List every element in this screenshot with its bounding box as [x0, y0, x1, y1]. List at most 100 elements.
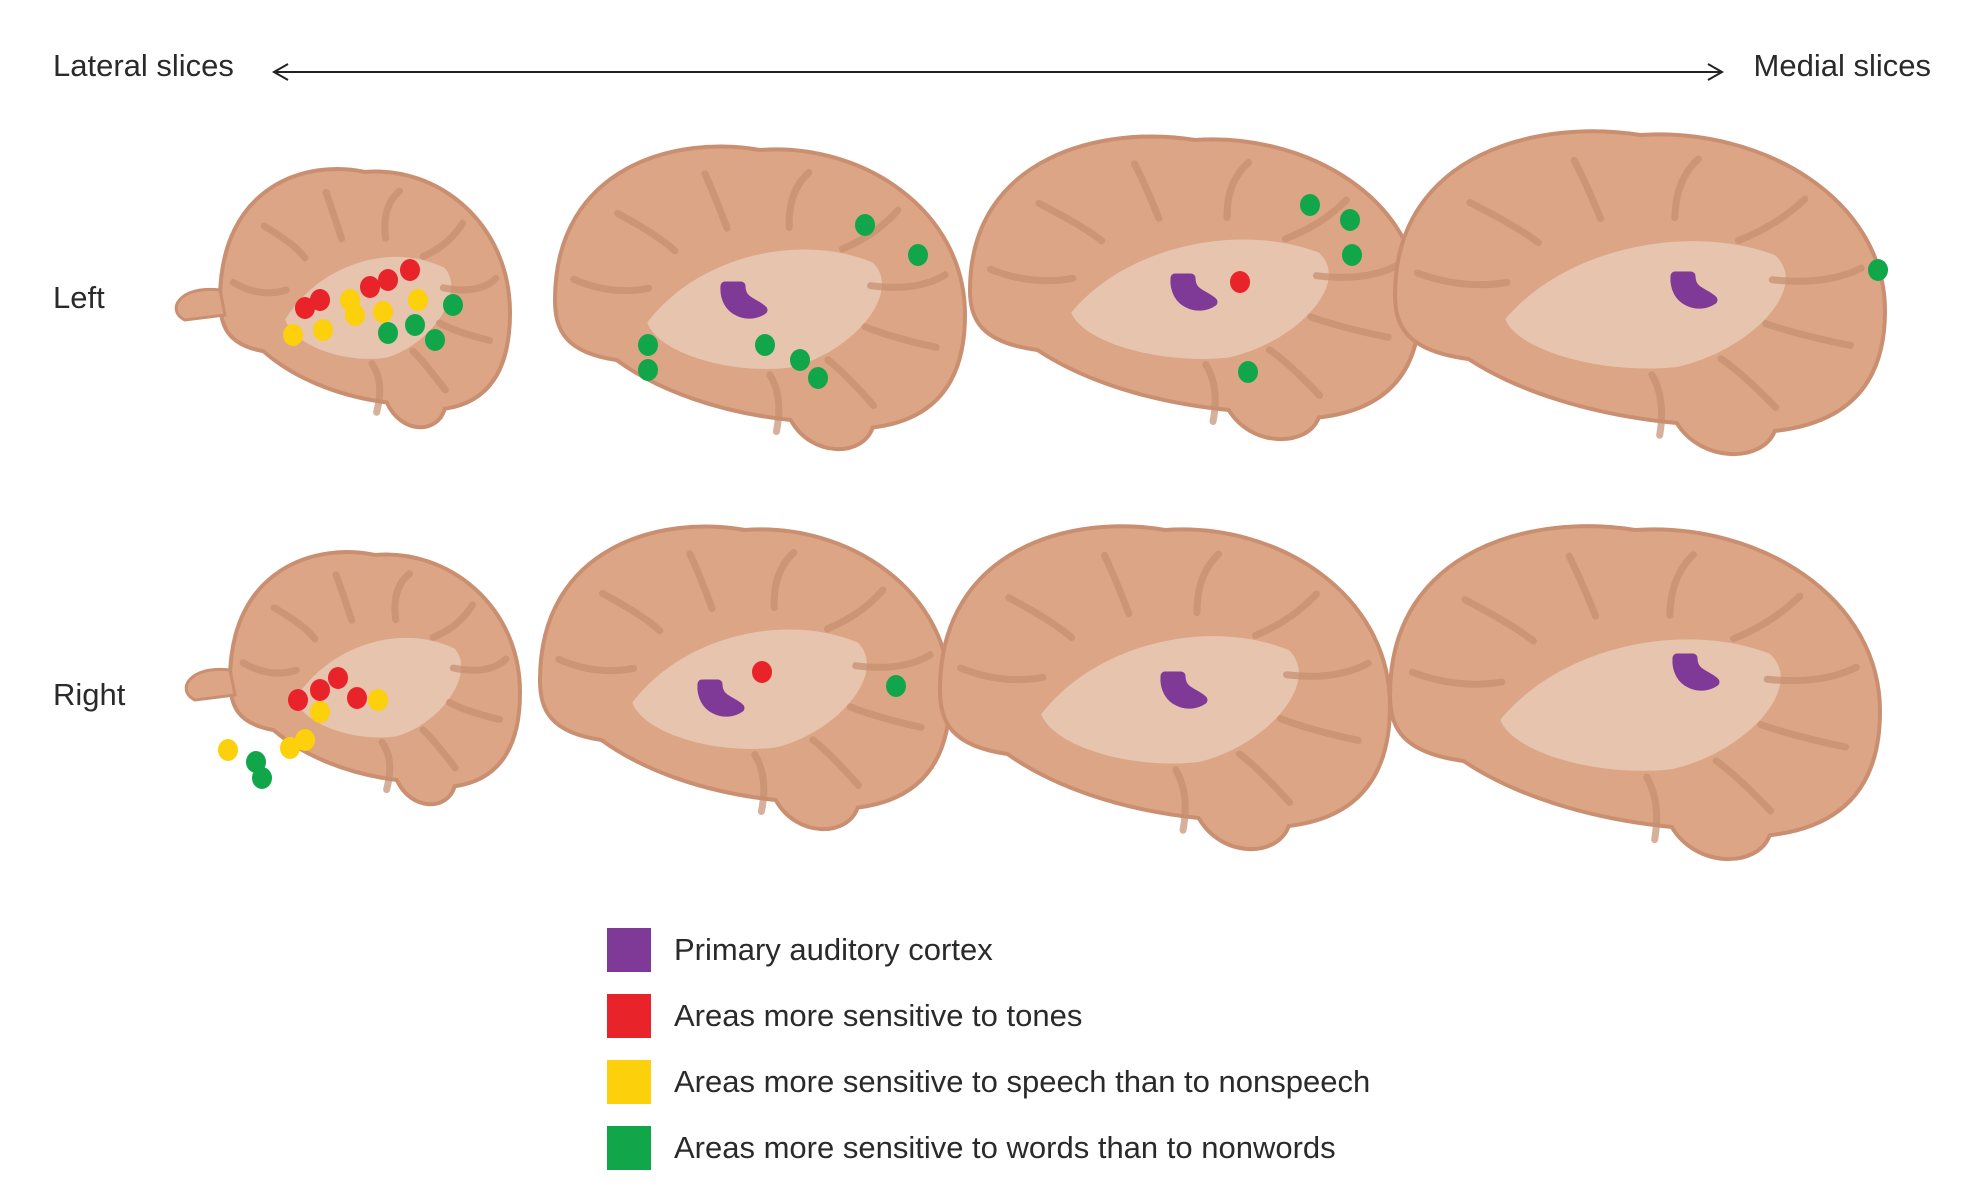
left-slice-2: [552, 144, 968, 452]
left-slice-1-sulcus: [260, 222, 309, 262]
right-slice-1-temporal-pole: [184, 667, 237, 702]
speech-activation-blob: [313, 319, 333, 341]
left-slice-2-sulcus: [838, 206, 902, 253]
speech-activation-blob: [218, 739, 238, 761]
left-slice-3-sulcus: [1307, 313, 1392, 341]
words-activation-blob: [1342, 244, 1362, 266]
left-slice-1-sulcus: [439, 275, 500, 294]
lateral-medial-arrow: [271, 63, 1725, 81]
left-slice-4-sulcus: [1762, 320, 1854, 349]
right-slice-1-sulcus: [445, 698, 504, 723]
words-activation-blob: [252, 767, 272, 789]
left-slice-1-sulcus: [409, 347, 449, 394]
primary-auditory-cortex-blob: [1160, 671, 1208, 709]
left-slice-1-sulcus: [435, 319, 494, 344]
tones-activation-blob: [360, 276, 380, 298]
right-slice-4: [1387, 524, 1883, 862]
left-slice-2-sulcus: [824, 356, 878, 409]
words-activation-blob: [1868, 259, 1888, 281]
lateral-slices-label: Lateral slices: [53, 48, 234, 83]
right-slice-2-sulcus: [751, 751, 768, 815]
words-activation-blob: [1238, 361, 1258, 383]
speech-activation-blob: [310, 701, 330, 723]
speech-activation-blob: [368, 689, 388, 711]
right-slice-2-sulcus: [555, 655, 638, 675]
right-slice-1-sulcus: [332, 571, 356, 624]
right-slice-1-white-matter: [295, 637, 462, 738]
right-slice-3-sulcus: [1100, 551, 1133, 617]
tones-activation-blob: [347, 687, 367, 709]
right-slice-1-sulcus: [378, 738, 394, 794]
tones-activation-blob: [295, 297, 315, 319]
tones-activation-blob: [400, 259, 420, 281]
right-slice-3-sulcus: [1172, 766, 1189, 834]
right-slice-3-sulcus: [1252, 590, 1320, 639]
right-slice-2-sulcus: [770, 548, 798, 612]
tones-activation-blob: [310, 679, 330, 701]
left-slice-1-temporal-pole: [174, 287, 227, 322]
words-activation-blob: [755, 334, 775, 356]
words-activation-blob: [425, 329, 445, 351]
red-square-swatch: [607, 994, 651, 1038]
words-activation-blob: [1340, 209, 1360, 231]
words-activation-blob: [908, 244, 928, 266]
left-slice-2-sulcus: [861, 323, 940, 351]
left-slice-3-sulcus: [1312, 261, 1402, 281]
words-activation-blob: [405, 314, 425, 336]
words-activation-blob: [808, 367, 828, 389]
right-slice-1-sulcus: [391, 570, 414, 624]
left-slice-2-sulcus: [867, 271, 949, 291]
speech-activation-blob: [280, 737, 300, 759]
right-slice-1: [184, 550, 523, 807]
left-slice-4-sulcus: [1413, 269, 1511, 289]
words-activation-blob: [378, 322, 398, 344]
legend-label-speech: Areas more sensitive to speech than to n…: [674, 1064, 1371, 1099]
right-slice-4-white-matter: [1500, 639, 1781, 771]
right-slice-1-sulcus: [419, 726, 459, 772]
left-slice-4-sulcus: [1570, 156, 1605, 222]
words-activation-blob: [886, 675, 906, 697]
right-slice-3-sulcus: [1282, 659, 1372, 680]
tones-activation-blob: [378, 269, 398, 291]
left-slice-4-sulcus: [1466, 199, 1542, 247]
right-slice-4-sulcus: [1408, 668, 1506, 688]
right-slice-3-sulcus: [1277, 715, 1362, 744]
left-slice-4-sulcus: [1717, 355, 1780, 411]
right-slice-4-sulcus: [1763, 663, 1860, 685]
primary-auditory-cortex-blob: [1670, 271, 1718, 309]
left-slice-4-sulcus: [1648, 371, 1666, 439]
left-slice-1-sulcus: [419, 219, 467, 260]
right-slice-2-sulcus: [852, 651, 934, 671]
left-slice-3-sulcus: [1282, 196, 1350, 243]
left-slice-1-sulcus: [381, 187, 404, 242]
left-hemisphere-label: Left: [53, 280, 105, 315]
right-slice-4-sulcus: [1643, 773, 1661, 844]
right-slice-1-sulcus: [429, 601, 477, 641]
primary-auditory-cortex-blob: [1672, 653, 1720, 691]
left-slice-3-sulcus: [1035, 199, 1106, 245]
left-slice-3-sulcus: [1223, 158, 1253, 222]
words-activation-blob: [638, 334, 658, 356]
primary-auditory-cortex-blob: [1170, 273, 1218, 311]
left-slice-4-sulcus: [1735, 195, 1809, 244]
right-slice-4-sulcus: [1730, 592, 1804, 643]
legend-item-words: Areas more sensitive to words than to no…: [607, 1126, 1370, 1170]
left-slice-3-sulcus: [1130, 160, 1163, 222]
right-slice-1-sulcus: [270, 604, 319, 643]
speech-activation-blob: [408, 289, 428, 311]
right-slice-4-sulcus: [1565, 552, 1600, 620]
speech-activation-blob: [373, 301, 393, 323]
right-slice-2-sulcus: [686, 550, 716, 612]
left-slice-2-sulcus: [570, 275, 653, 295]
tones-activation-blob: [310, 289, 330, 311]
words-activation-blob: [638, 359, 658, 381]
legend-item-tones: Areas more sensitive to tones: [607, 994, 1370, 1038]
right-slice-2-sulcus: [823, 586, 887, 633]
medial-slices-label: Medial slices: [1753, 48, 1931, 83]
left-slice-2-sulcus: [785, 168, 813, 232]
legend-item-speech: Areas more sensitive to speech than to n…: [607, 1060, 1370, 1104]
right-slice-2-sulcus: [846, 703, 925, 731]
left-slice-4-sulcus: [1671, 155, 1702, 222]
tones-activation-blob: [328, 667, 348, 689]
left-slice-3-sulcus: [1202, 361, 1219, 425]
